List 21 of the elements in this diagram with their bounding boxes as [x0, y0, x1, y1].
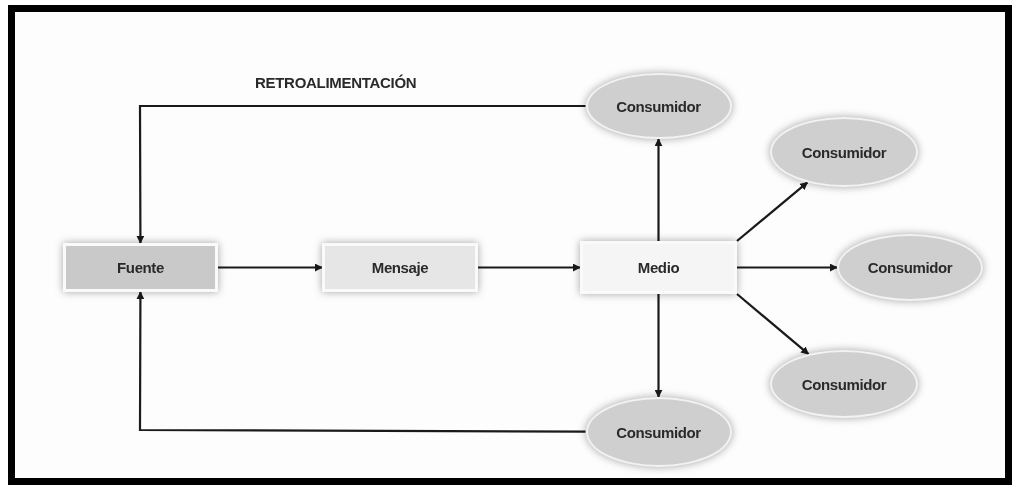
node-label: Consumidor: [616, 423, 701, 441]
node-label: Medio: [637, 259, 680, 276]
process-box: [322, 243, 478, 292]
process-box: [580, 241, 737, 294]
arrow: [736, 293, 810, 355]
arrow: [136, 104, 586, 244]
arrow: [736, 181, 809, 242]
node-label: Consumidor: [867, 259, 953, 276]
feedback-label: RETROALIMENTACIÓN: [255, 74, 417, 91]
arrow: [478, 263, 581, 272]
arrow: [737, 263, 838, 272]
arrow: [136, 291, 586, 433]
node-label: Consumidor: [801, 143, 887, 161]
arrow: [218, 263, 323, 272]
node-label: Consumidor: [801, 375, 887, 393]
node-label: Consumidor: [616, 97, 701, 115]
node-label: Mensaje: [371, 259, 429, 276]
arrow: [654, 138, 663, 241]
node-label: Fuente: [117, 259, 164, 276]
process-box: [63, 243, 218, 292]
arrow: [654, 294, 663, 398]
